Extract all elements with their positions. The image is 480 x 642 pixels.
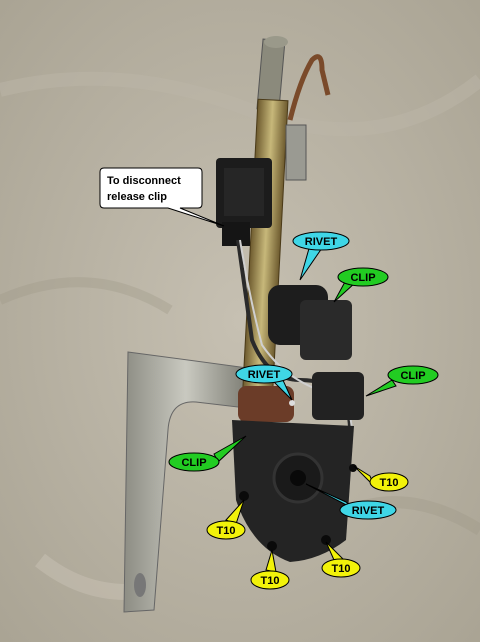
t10-label-bottom-right: T10	[332, 563, 351, 575]
t10-label-bottom: T10	[261, 575, 280, 587]
clip-callout-top: CLIP	[333, 267, 389, 303]
clip-label-right: CLIP	[400, 370, 425, 382]
clip-label-left: CLIP	[181, 457, 206, 469]
rivet-callout-bottom: RIVET	[305, 483, 397, 520]
rivet-callout-mid: RIVET	[235, 364, 293, 401]
t10-callout-right: T10	[353, 465, 409, 492]
clip-callout-left: CLIP	[168, 435, 247, 472]
t10-callout-bottom: T10	[250, 549, 290, 590]
note-line-1: To disconnect	[107, 175, 181, 187]
t10-callout-bottom-right: T10	[321, 541, 361, 578]
t10-label-left: T10	[217, 525, 236, 537]
t10-label-right: T10	[380, 477, 399, 489]
clip-callout-right: CLIP	[365, 365, 439, 397]
note-callout: To disconnect release clip	[99, 167, 225, 227]
rivet-label-bottom: RIVET	[352, 505, 385, 517]
motor-housing	[232, 285, 364, 562]
ground-strap	[287, 54, 331, 121]
note-line-2: release clip	[107, 191, 167, 203]
antenna-mast	[240, 36, 289, 431]
t10-callout-left: T10	[206, 499, 246, 540]
clip-label-top: CLIP	[350, 272, 375, 284]
rivet-label-top: RIVET	[305, 236, 338, 248]
relay-box	[216, 158, 272, 246]
rivet-callout-top: RIVET	[292, 231, 350, 281]
rivet-label-mid: RIVET	[248, 369, 281, 381]
mounting-bracket	[123, 351, 249, 613]
